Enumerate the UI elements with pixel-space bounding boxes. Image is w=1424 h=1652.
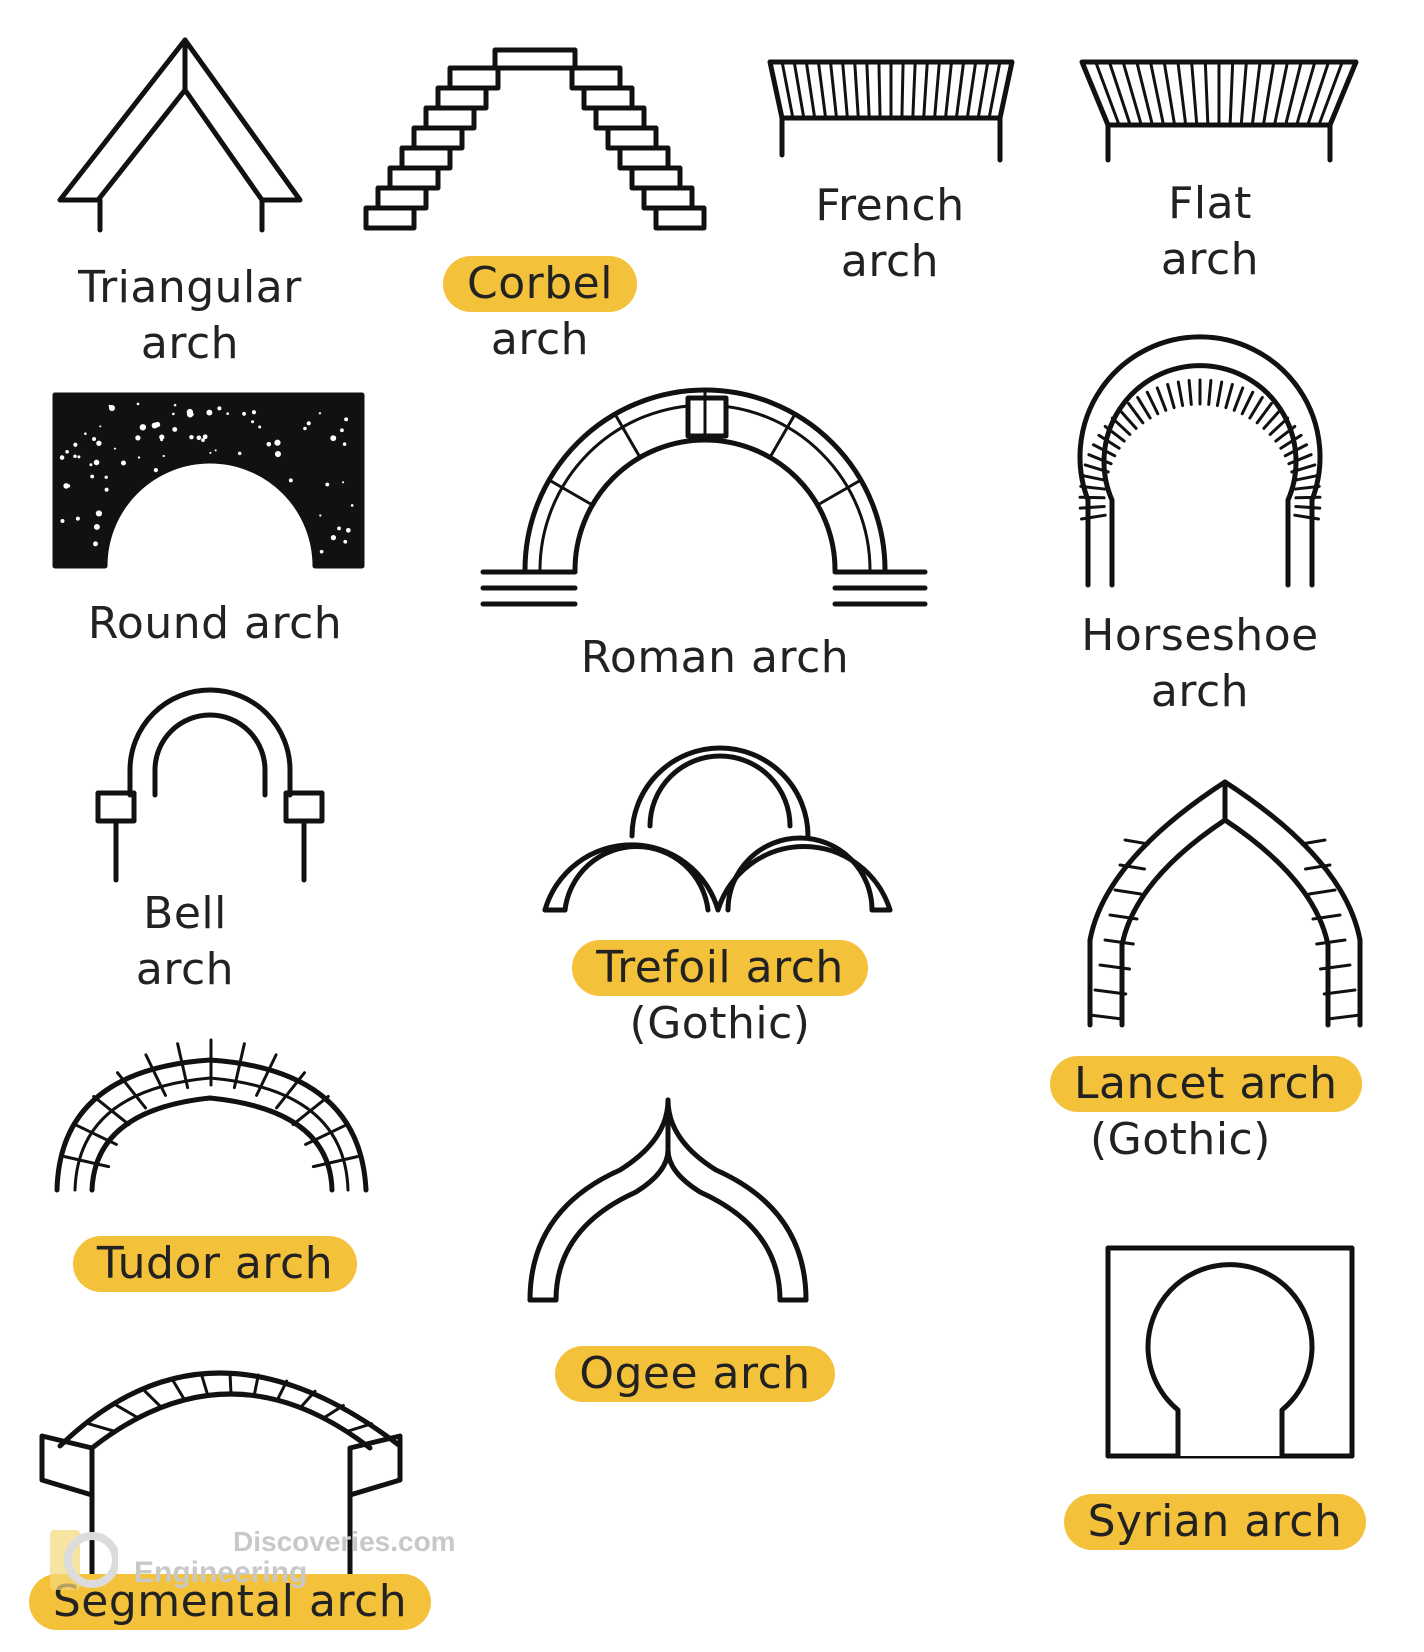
label-ogee: Ogee arch [520,1346,870,1402]
triangular-arch-drawing [57,37,303,233]
label-trefoil: Trefoil arch(Gothic) [535,940,905,1052]
flat-arch-drawing [1079,59,1359,163]
ogee-arch-drawing [527,1097,809,1303]
label-round: Round arch [87,598,343,649]
tudor-arch-drawing [54,1038,369,1193]
label-lancet: Lancet arch(Gothic) [1050,1056,1420,1168]
segmental-arch-drawing [39,1370,403,1603]
watermark: Discoveries.com Engineering [48,1526,456,1596]
roman-arch-drawing [480,387,928,607]
trefoil-arch-drawing [542,745,893,913]
watermark-line2: Engineering [134,1556,308,1589]
corbel-arch-drawing [363,47,707,231]
label-syrian: Syrian arch [1030,1494,1400,1550]
syrian-arch-drawing [1105,1245,1355,1459]
bell-arch-drawing [95,687,325,883]
label-roman: Roman arch [580,632,850,683]
round-arch-drawing [52,392,365,569]
french-arch-drawing [767,59,1015,163]
horseshoe-arch-drawing [1077,334,1323,588]
lancet-arch-drawing [1087,779,1363,1028]
engineering-discoveries-logo-icon [50,1530,118,1590]
label-tudor: Tudor arch [30,1236,400,1292]
watermark-line1: Discoveries.com [233,1526,456,1557]
